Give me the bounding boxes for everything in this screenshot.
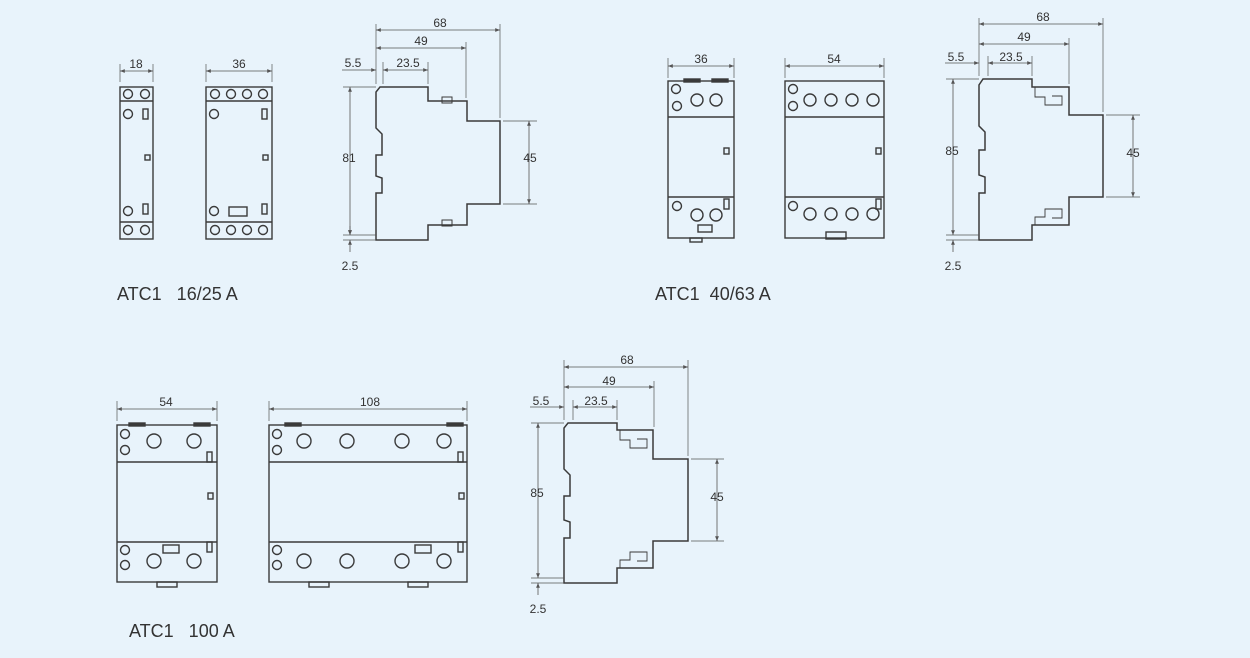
dim-49: 49 (1017, 30, 1031, 44)
dim-68: 68 (1036, 10, 1050, 24)
front-view-36 (205, 86, 273, 240)
front-view-108 (268, 422, 468, 588)
dim-height: 81 (342, 151, 356, 165)
width-label: 54 (827, 52, 841, 66)
dim-49: 49 (414, 34, 428, 48)
front-view-18 (119, 86, 154, 240)
dim-68: 68 (620, 353, 634, 367)
dim-45: 45 (710, 490, 724, 504)
caption-40-63a: ATC1 40/63 A (655, 284, 771, 304)
side-view-16-25a: 68 49 23.5 5.5 81 45 2.5 (342, 16, 537, 273)
width-label: 36 (232, 57, 246, 71)
dim-height: 85 (530, 486, 544, 500)
width-label: 18 (129, 57, 143, 71)
caption-100a: ATC1 100 A (129, 621, 235, 641)
dim-45: 45 (1126, 146, 1140, 160)
width-label: 54 (159, 395, 173, 409)
side-outline (375, 86, 501, 241)
side-view-40-63a: 68 49 23.5 5.5 85 45 2.5 (945, 10, 1140, 273)
dim-2-5: 2.5 (342, 259, 359, 273)
dim-width-54: 54 (784, 52, 885, 78)
side-outline (978, 78, 1104, 241)
dim-width-54: 54 (116, 395, 218, 421)
group-40-63a: 36 54 (655, 10, 1140, 304)
dim-23-5: 23.5 (584, 394, 608, 408)
dim-5-5: 5.5 (345, 56, 362, 70)
dim-5-5: 5.5 (948, 50, 965, 64)
dim-49: 49 (602, 374, 616, 388)
dim-45: 45 (523, 151, 537, 165)
dim-68: 68 (433, 16, 447, 30)
width-label: 36 (694, 52, 708, 66)
dim-width-36: 36 (667, 52, 735, 78)
front-view-54 (116, 422, 218, 588)
dim-height: 85 (945, 144, 959, 158)
front-view-36 (667, 78, 735, 243)
side-outline (563, 422, 689, 584)
width-label: 108 (360, 395, 380, 409)
caption-16-25a: ATC1 16/25 A (117, 284, 238, 304)
front-view-54 (784, 80, 885, 240)
side-view-100a: 68 49 23.5 5.5 85 45 2.5 (530, 353, 724, 616)
dim-width-108: 108 (268, 395, 468, 421)
dim-23-5: 23.5 (396, 56, 420, 70)
dim-width-18: 18 (119, 57, 154, 82)
dim-2-5: 2.5 (530, 602, 547, 616)
dim-width-36: 36 (205, 57, 273, 82)
dim-23-5: 23.5 (999, 50, 1023, 64)
dim-5-5: 5.5 (533, 394, 550, 408)
dim-2-5: 2.5 (945, 259, 962, 273)
group-16-25a: 18 36 (117, 16, 537, 304)
group-100a: 54 108 (116, 353, 724, 641)
